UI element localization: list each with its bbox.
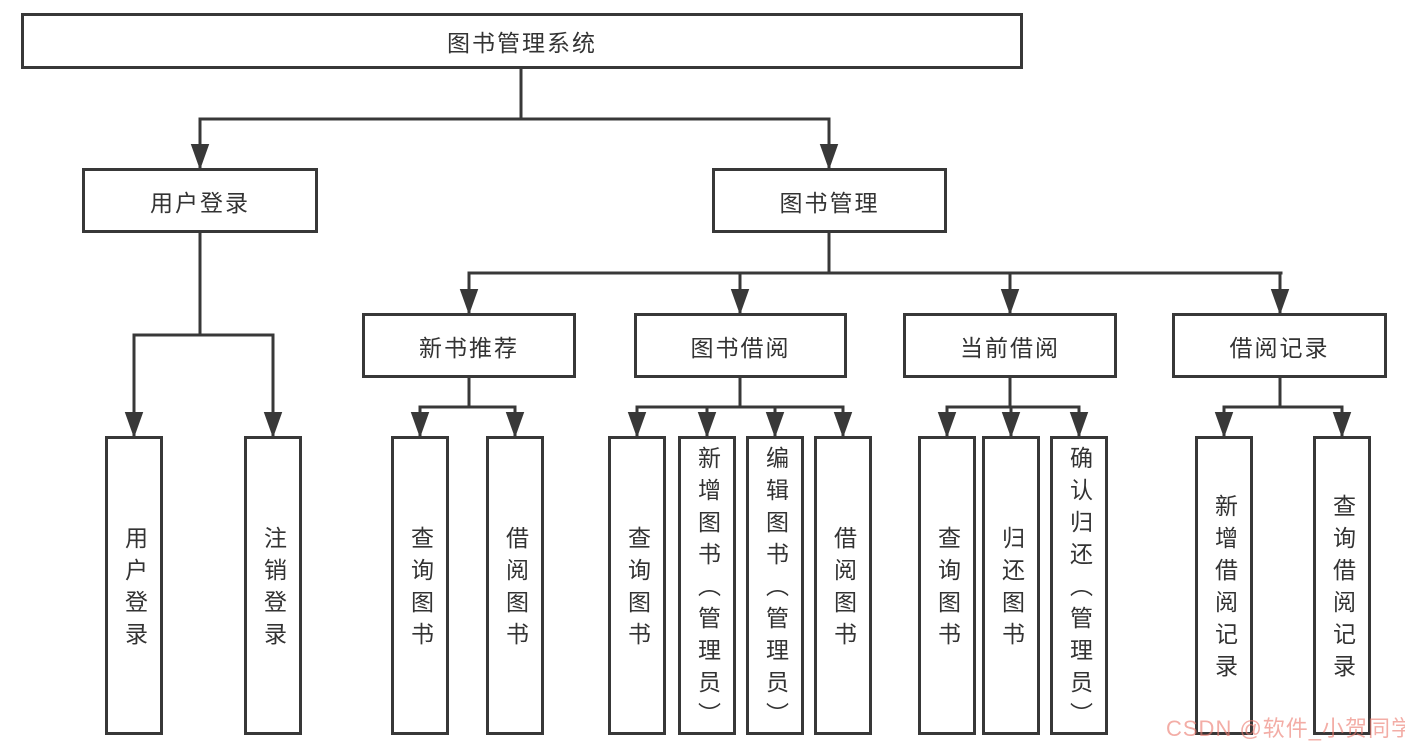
leaf-return-book: 归还图书 bbox=[982, 436, 1040, 735]
leaf-add-borrow-record: 新增借阅记录 bbox=[1195, 436, 1253, 735]
leaf-add-borrow-record-label: 新增借阅记录 bbox=[1211, 494, 1238, 686]
leaf-query-book-borrow-label: 查询图书 bbox=[624, 526, 651, 654]
leaf-user-login-label: 用户登录 bbox=[121, 526, 148, 654]
leaf-query-book-borrow: 查询图书 bbox=[608, 436, 666, 735]
leaf-query-borrow-record-label: 查询借阅记录 bbox=[1329, 494, 1356, 686]
leaf-add-book-admin-label: 新增图书（管理员） bbox=[694, 446, 721, 734]
node-current-borrow-label: 当前借阅 bbox=[960, 334, 1060, 361]
leaf-return-book-label: 归还图书 bbox=[998, 526, 1025, 654]
leaf-logout-label: 注销登录 bbox=[260, 526, 287, 654]
leaf-query-book-current-label: 查询图书 bbox=[934, 526, 961, 654]
leaf-logout: 注销登录 bbox=[244, 436, 302, 735]
node-book-mgmt: 图书管理 bbox=[712, 168, 947, 233]
node-current-borrow: 当前借阅 bbox=[903, 313, 1117, 378]
node-book-borrow-label: 图书借阅 bbox=[690, 334, 791, 361]
leaf-add-book-admin: 新增图书（管理员） bbox=[678, 436, 736, 735]
node-borrow-record: 借阅记录 bbox=[1172, 313, 1387, 378]
leaf-confirm-return-admin-label: 确认归还（管理员） bbox=[1066, 446, 1093, 734]
node-root-label: 图书管理系统 bbox=[447, 30, 597, 56]
leaf-query-book-rec-label: 查询图书 bbox=[407, 526, 434, 654]
leaf-borrow-book-borrow-label: 借阅图书 bbox=[830, 526, 857, 654]
leaf-query-book-rec: 查询图书 bbox=[391, 436, 449, 735]
node-borrow-record-label: 借阅记录 bbox=[1229, 334, 1330, 361]
leaf-confirm-return-admin: 确认归还（管理员） bbox=[1050, 436, 1108, 735]
node-new-book-rec-label: 新书推荐 bbox=[419, 334, 519, 361]
node-user-login: 用户登录 bbox=[82, 168, 318, 233]
leaf-edit-book-admin: 编辑图书（管理员） bbox=[746, 436, 804, 735]
leaf-borrow-book-rec: 借阅图书 bbox=[486, 436, 544, 735]
leaf-query-book-current: 查询图书 bbox=[918, 436, 976, 735]
node-new-book-rec: 新书推荐 bbox=[362, 313, 576, 378]
connector-group bbox=[124, 69, 1352, 438]
csdn-watermark: CSDN @软件_小贺同学 bbox=[1166, 716, 1405, 741]
node-user-login-label: 用户登录 bbox=[150, 189, 250, 216]
leaf-query-borrow-record: 查询借阅记录 bbox=[1313, 436, 1371, 735]
node-book-mgmt-label: 图书管理 bbox=[779, 189, 880, 216]
leaf-borrow-book-rec-label: 借阅图书 bbox=[502, 526, 529, 654]
leaf-user-login: 用户登录 bbox=[105, 436, 163, 735]
leaf-edit-book-admin-label: 编辑图书（管理员） bbox=[762, 446, 789, 734]
leaf-borrow-book-borrow: 借阅图书 bbox=[814, 436, 872, 735]
node-root: 图书管理系统 bbox=[21, 13, 1023, 69]
node-book-borrow: 图书借阅 bbox=[634, 313, 847, 378]
